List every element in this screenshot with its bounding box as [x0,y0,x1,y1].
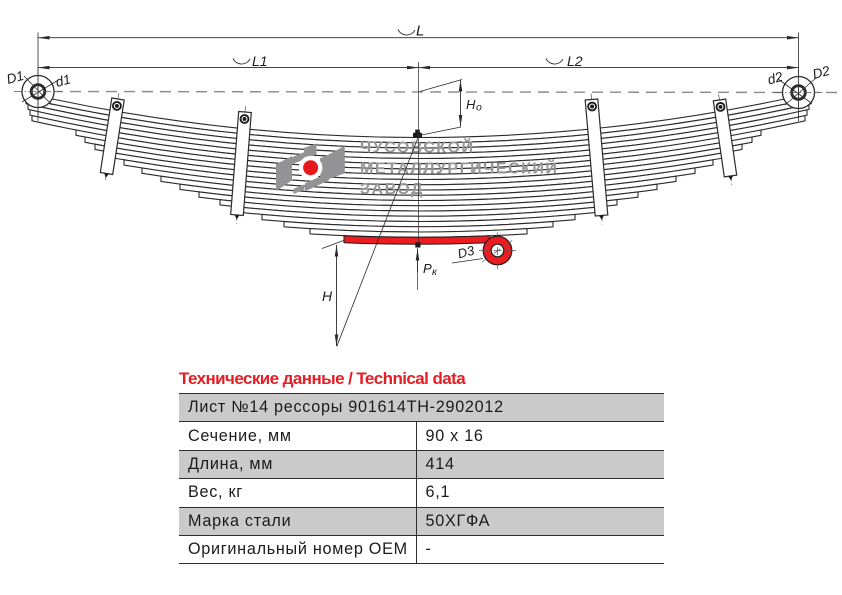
svg-text:L: L [416,23,424,40]
svg-text:МЕТАЛЛУРГИЧЕСКИЙ: МЕТАЛЛУРГИЧЕСКИЙ [360,159,558,178]
svg-text:ЧУСОВСКОЙ: ЧУСОВСКОЙ [360,138,475,157]
svg-text:D3: D3 [456,242,477,261]
svg-text:к: к [432,266,438,278]
svg-text:ЗАВОД: ЗАВОД [360,181,424,198]
svg-text:P: P [423,261,432,276]
svg-text:L2: L2 [567,53,583,69]
svg-text:L1: L1 [252,53,268,69]
svg-text:о: о [476,102,482,114]
svg-text:D2: D2 [811,63,832,82]
svg-text:H: H [322,288,333,304]
svg-text:D1: D1 [5,68,26,87]
svg-text:d1: d1 [54,72,72,90]
svg-text:H: H [466,97,476,112]
svg-text:d2: d2 [766,69,785,88]
